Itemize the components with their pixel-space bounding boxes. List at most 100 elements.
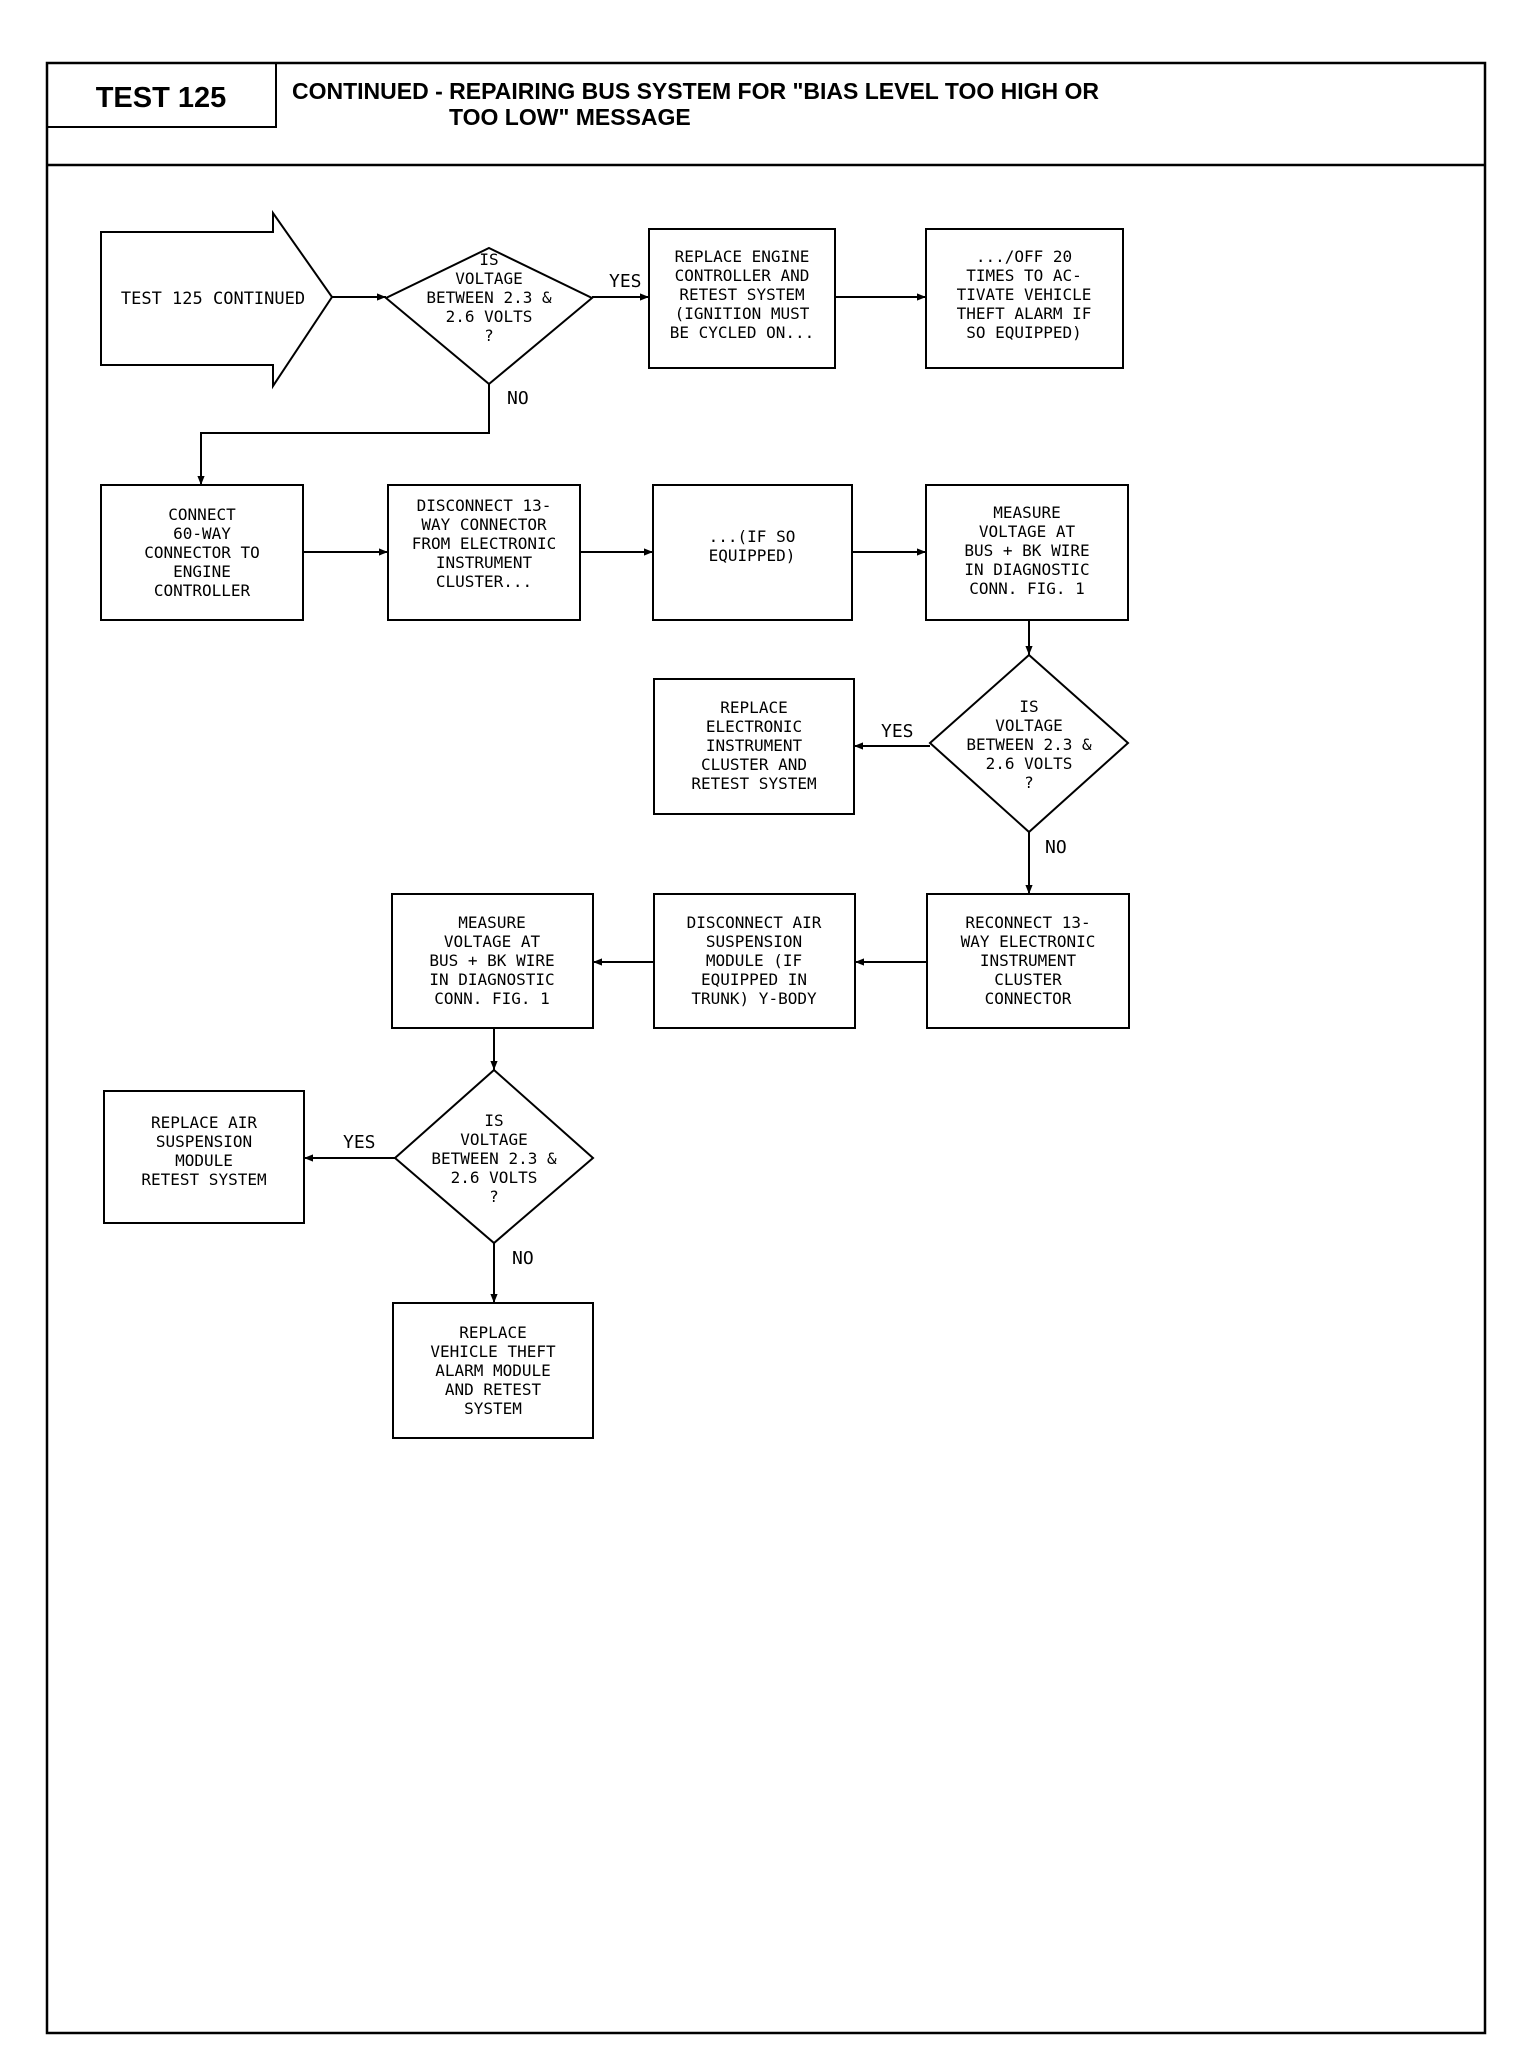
node-text-line: BUS + BK WIRE <box>429 951 554 970</box>
test-label: TEST 125 <box>96 82 227 114</box>
label-no-1: NO <box>507 388 529 409</box>
node-text-line: IN DIAGNOSTIC <box>964 560 1089 579</box>
node-text-line: BETWEEN 2.3 & <box>426 288 552 307</box>
node-text-line: SUSPENSION <box>156 1132 252 1151</box>
node-text-line: 2.6 VOLTS <box>986 754 1073 773</box>
test-label-box <box>46 62 277 128</box>
node-text-line: ? <box>1024 773 1034 792</box>
node-text-line: INSTRUMENT <box>706 736 803 755</box>
node-text-line: IN DIAGNOSTIC <box>429 970 554 989</box>
node-text-line: ...(IF SO <box>709 527 796 546</box>
node-text-line: WAY ELECTRONIC <box>961 932 1096 951</box>
header-title-line2: TOO LOW" MESSAGE <box>449 104 691 130</box>
replace-engine-box <box>648 228 836 369</box>
node-text-line: CONNECTOR TO <box>144 543 260 562</box>
node-text-line: VOLTAGE <box>455 269 522 288</box>
node-text-line: FROM ELECTRONIC <box>412 534 557 553</box>
node-text-line: AND RETEST <box>445 1380 542 1399</box>
node-text-line: BE CYCLED ON... <box>670 323 815 342</box>
node-text-line: IS <box>479 250 498 269</box>
start-arrow-shape <box>100 209 334 390</box>
node-text-line: IS <box>1019 697 1038 716</box>
node-text-line: MODULE (IF <box>706 951 802 970</box>
node-text-line: TRUNK) Y-BODY <box>691 989 817 1008</box>
node-text-line: ALARM MODULE <box>435 1361 551 1380</box>
node-text-line: CONTROLLER AND <box>675 266 810 285</box>
label-yes-3: YES <box>343 1132 376 1153</box>
node-text-line: VOLTAGE AT <box>979 522 1076 541</box>
node-text-line: EQUIPPED IN <box>701 970 807 989</box>
node-text-line: ? <box>489 1187 499 1206</box>
node-text-line: DISCONNECT 13- <box>417 496 552 515</box>
node-text-line: TEST 125 CONTINUED <box>121 289 305 309</box>
node-text-line: RETEST SYSTEM <box>679 285 804 304</box>
node-text-line: CONNECT <box>168 505 236 524</box>
node-text-line: REPLACE ENGINE <box>675 247 810 266</box>
node-text-line: .../OFF 20 <box>976 247 1072 266</box>
node-text-line: 2.6 VOLTS <box>451 1168 538 1187</box>
label-no-3: NO <box>512 1248 534 1269</box>
off-20-times-box <box>925 228 1124 369</box>
node-text-line: VOLTAGE <box>995 716 1062 735</box>
node-text-line: BETWEEN 2.3 & <box>966 735 1092 754</box>
label-yes-1: YES <box>609 271 642 292</box>
node-text-line: VOLTAGE <box>460 1130 527 1149</box>
node-text-line: RETEST SYSTEM <box>691 774 816 793</box>
page-frame <box>45 61 1487 2035</box>
node-text-line: RETEST SYSTEM <box>141 1170 266 1189</box>
node-text-line: CONN. FIG. 1 <box>969 579 1085 598</box>
node-text-line: MODULE <box>175 1151 233 1170</box>
node-text-line: SYSTEM <box>464 1399 522 1418</box>
edge-d1-no <box>197 384 490 485</box>
node-text-line: 60-WAY <box>173 524 231 543</box>
node-text-line: SUSPENSION <box>706 932 802 951</box>
node-text-line: REPLACE AIR <box>151 1113 257 1132</box>
node-text-line: CLUSTER <box>994 970 1062 989</box>
node-text-line: MEASURE <box>458 913 525 932</box>
node-text-line: WAY CONNECTOR <box>421 515 547 534</box>
node-text-line: VOLTAGE AT <box>444 932 541 951</box>
node-text-line: INSTRUMENT <box>436 553 533 572</box>
node-text-line: CLUSTER AND <box>701 755 807 774</box>
node-text-line: CONTROLLER <box>154 581 251 600</box>
node-text-line: (IGNITION MUST <box>675 304 810 323</box>
node-text-line: DISCONNECT AIR <box>687 913 822 932</box>
node-text-line: CONN. FIG. 1 <box>434 989 550 1008</box>
label-yes-2: YES <box>881 721 914 742</box>
node-text-line: REPLACE <box>720 698 787 717</box>
node-text-line: MEASURE <box>993 503 1060 522</box>
header-title-line1: CONTINUED - REPAIRING BUS SYSTEM FOR "BI… <box>292 78 1099 104</box>
node-text-line: CONNECTOR <box>985 989 1072 1008</box>
node-text-line: CLUSTER... <box>436 572 532 591</box>
node-text-line: THEFT ALARM IF <box>957 304 1092 323</box>
label-no-2: NO <box>1045 837 1067 858</box>
node-text-line: INSTRUMENT <box>980 951 1077 970</box>
node-text-line: SO EQUIPPED) <box>966 323 1082 342</box>
node-text-line: ELECTRONIC <box>706 717 802 736</box>
node-text-line: VEHICLE THEFT <box>430 1342 556 1361</box>
node-text-line: REPLACE <box>459 1323 526 1342</box>
node-text-line: ? <box>484 326 494 345</box>
node-text-line: BUS + BK WIRE <box>964 541 1089 560</box>
node-text-line: 2.6 VOLTS <box>446 307 533 326</box>
node-text-line: BETWEEN 2.3 & <box>431 1149 557 1168</box>
start-label: TEST 125 CONTINUED <box>121 289 305 309</box>
node-text-line: EQUIPPED) <box>709 546 796 565</box>
